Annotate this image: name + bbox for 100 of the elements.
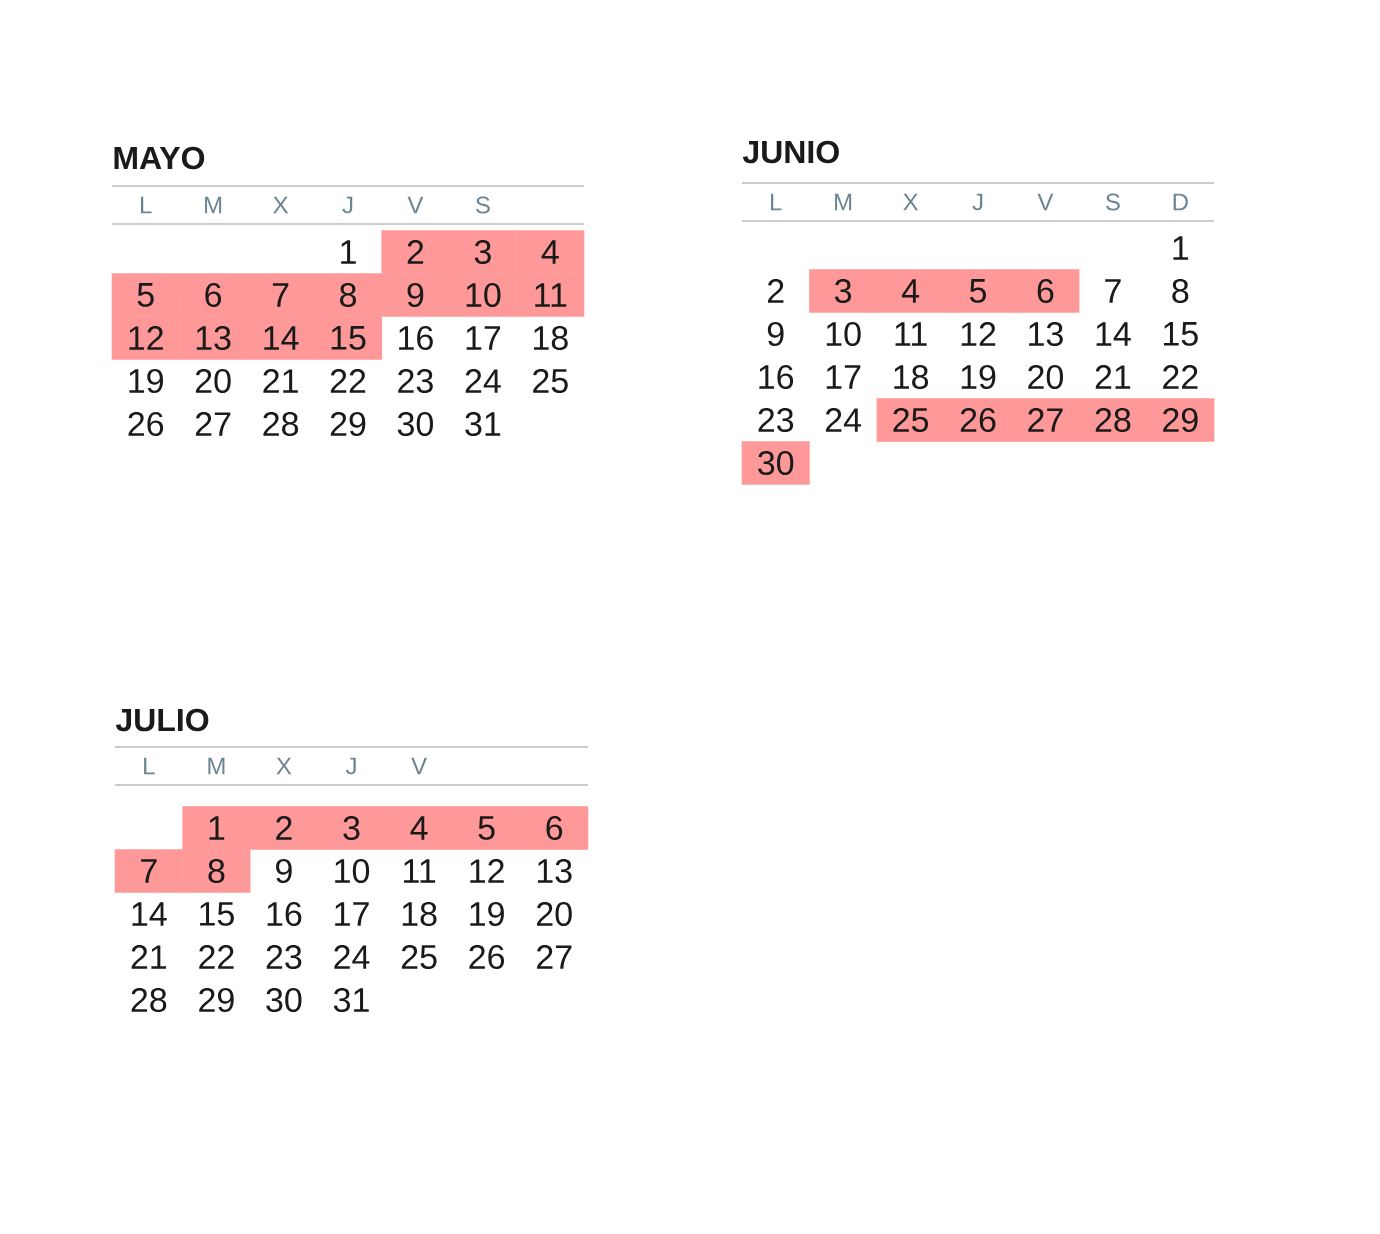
day-number: 13 [537, 858, 572, 884]
highlighted-day: 4 [516, 230, 585, 274]
highlighted-day: 7 [246, 273, 315, 317]
day-number: 23 [758, 407, 794, 433]
weekday-header: L [771, 193, 782, 211]
node-label: 6 [1037, 278, 1054, 304]
day-number: 24 [334, 945, 370, 969]
day-number: 24 [825, 408, 861, 432]
day-number: 23 [266, 944, 302, 970]
day-number: 26 [128, 411, 164, 437]
day-number: 31 [465, 411, 501, 437]
node-label: 7 [272, 283, 289, 307]
weekday-header: J [345, 757, 356, 775]
highlighted-day: 26 [944, 398, 1012, 442]
highlighted-day: 3 [317, 806, 386, 850]
highlighted-day: 29 [1146, 398, 1215, 442]
highlighted-day: 4 [876, 269, 945, 313]
weekday-header: X [903, 193, 919, 211]
highlighted-day: 25 [876, 398, 945, 442]
highlighted-day: 11 [516, 273, 585, 317]
day-number: 16 [399, 325, 433, 351]
weekday-header: J [342, 196, 353, 214]
highlighted-day: 5 [944, 269, 1012, 313]
highlighted-day: 2 [249, 806, 318, 850]
node-label: 7 [141, 859, 157, 883]
node-label: 3 [834, 278, 852, 304]
day-number: 14 [132, 902, 167, 926]
day-number: 30 [397, 411, 433, 437]
day-number: 27 [195, 412, 231, 436]
highlighted-day: 27 [1011, 398, 1080, 442]
node-label: 5 [137, 283, 154, 307]
day-number: 21 [1095, 365, 1131, 389]
day-number: 13 [1029, 321, 1063, 347]
day-number: 31 [333, 987, 369, 1013]
node-label: 8 [208, 858, 225, 884]
day-number: 17 [335, 902, 369, 926]
month-title: JULIO [115, 708, 209, 732]
highlighted-day: 15 [314, 316, 382, 360]
weekday-header: S [476, 196, 490, 214]
node-label: 4 [541, 240, 559, 264]
highlighted-day: 6 [520, 806, 589, 850]
highlighted-day: 5 [111, 273, 180, 317]
highlighted-day: 2 [381, 230, 450, 274]
weekday-header: S [1106, 193, 1120, 211]
day-number: 9 [767, 321, 784, 347]
day-number: 20 [1028, 364, 1063, 390]
highlighted-day: 30 [741, 441, 810, 485]
day-number: 10 [826, 321, 861, 347]
highlighted-day: 6 [179, 273, 248, 317]
node-label: 9 [407, 282, 424, 308]
day-number: 23 [398, 368, 433, 394]
day-number: 15 [1164, 322, 1198, 346]
highlighted-day: 1 [182, 806, 251, 850]
day-number: 19 [470, 901, 504, 927]
day-number: 19 [129, 368, 163, 394]
node-label: 2 [407, 240, 424, 264]
day-number: 16 [267, 901, 302, 927]
node-label: 2 [276, 816, 292, 840]
node-label: 14 [264, 326, 299, 350]
highlighted-day: 10 [448, 273, 517, 317]
node-label: 4 [901, 279, 920, 303]
highlighted-day: 7 [114, 849, 183, 893]
node-label: 13 [196, 325, 231, 351]
weekday-header: D [1173, 193, 1188, 211]
node-label: 29 [1163, 407, 1198, 433]
weekday-header: V [407, 196, 424, 214]
weekday-header: L [144, 757, 155, 775]
day-number: 1 [341, 240, 356, 264]
day-number: 24 [465, 369, 501, 393]
day-number: 19 [961, 364, 996, 390]
month-title: MAYO [114, 146, 205, 170]
day-number: 15 [200, 902, 234, 926]
day-number: 28 [263, 411, 299, 437]
day-number: 8 [1172, 278, 1189, 304]
day-number: 27 [537, 945, 572, 969]
day-number: 12 [961, 322, 996, 346]
highlighted-day: 8 [314, 273, 382, 317]
day-number: 16 [759, 364, 794, 390]
day-number: 11 [895, 322, 927, 346]
highlighted-day: 8 [182, 849, 251, 893]
node-label: 10 [466, 282, 501, 308]
node-label: 27 [1028, 408, 1063, 432]
node-label: 6 [546, 815, 563, 841]
day-number: 18 [894, 364, 929, 390]
day-number: 29 [330, 411, 366, 437]
node-label: 15 [331, 326, 366, 350]
weekday-header: V [1037, 193, 1054, 211]
day-number: 20 [537, 901, 572, 927]
highlighted-day: 4 [385, 806, 454, 850]
highlighted-day: 5 [452, 806, 521, 850]
day-number: 25 [533, 368, 568, 394]
node-label: 11 [535, 283, 567, 307]
day-number: 18 [402, 901, 437, 927]
weekday-header: M [205, 196, 222, 214]
weekday-header: X [273, 196, 289, 214]
node-label: 12 [129, 326, 163, 350]
day-number: 22 [1163, 365, 1198, 389]
day-number: 21 [131, 945, 167, 969]
highlighted-day: 9 [381, 273, 450, 317]
highlighted-day: 12 [111, 316, 180, 360]
